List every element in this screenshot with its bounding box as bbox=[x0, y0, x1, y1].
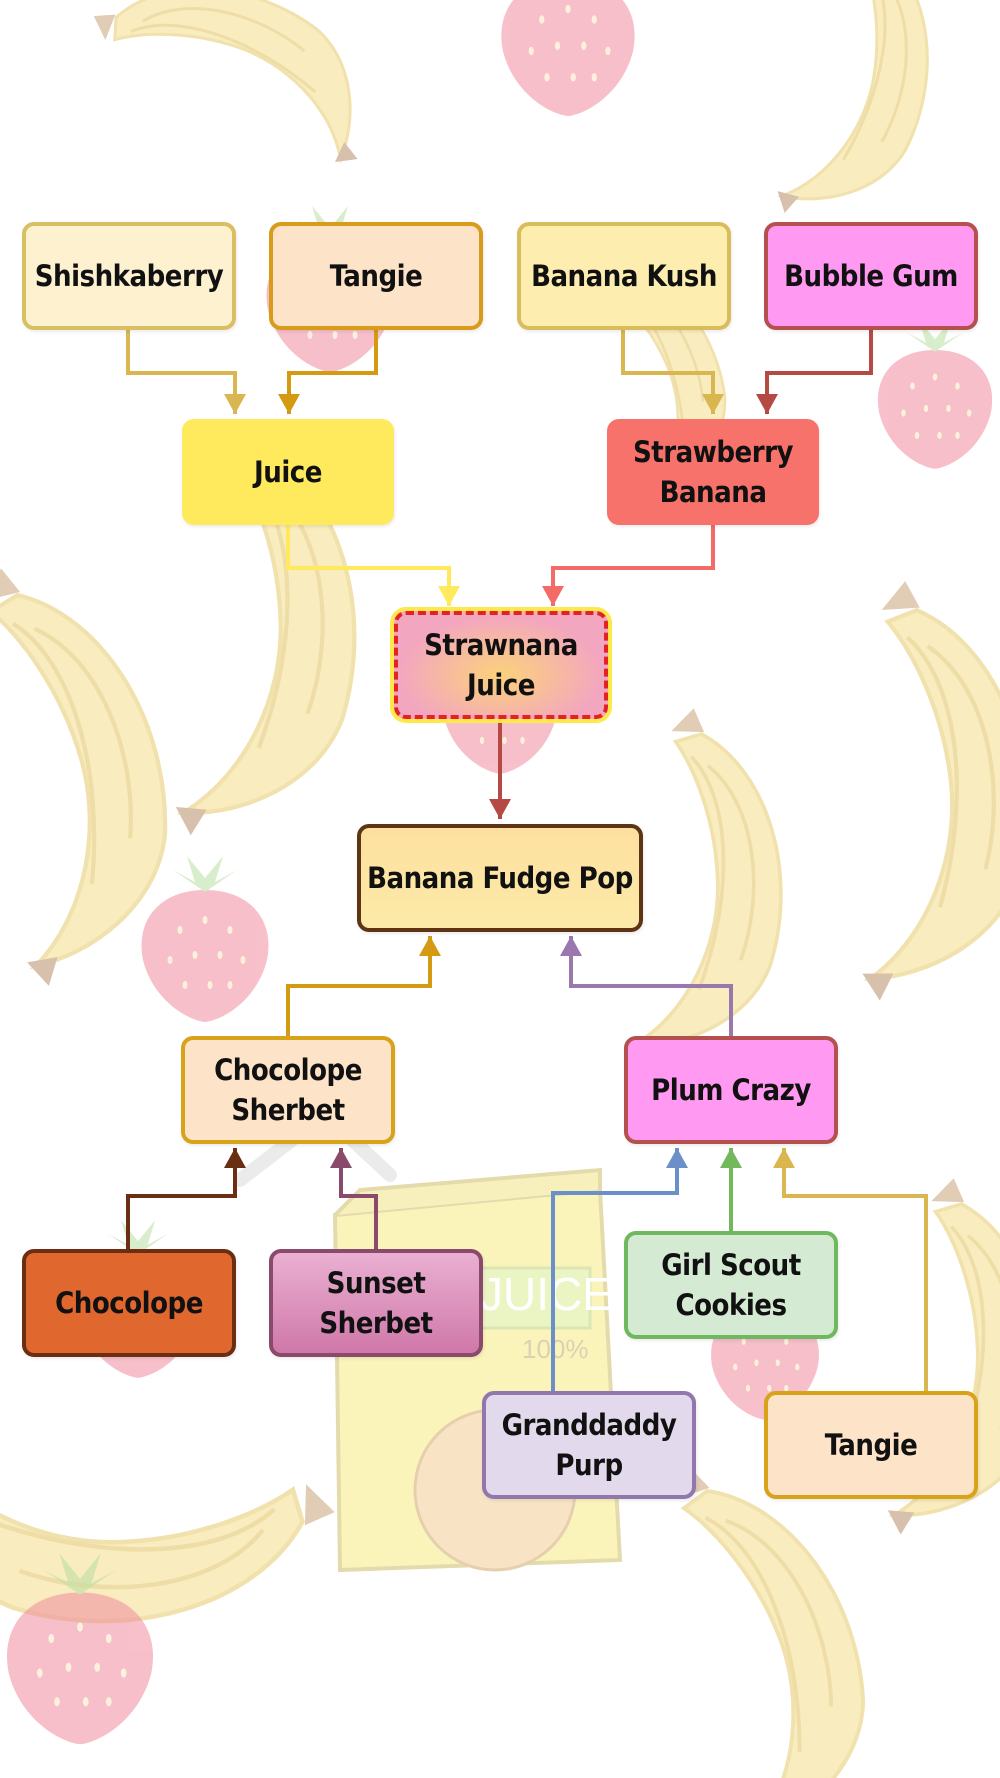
edge-chocolope-to-chocolope_sherbet bbox=[126, 1148, 246, 1249]
node-tangie-top: Tangie bbox=[269, 222, 483, 330]
carton-percent: 100% bbox=[522, 1334, 589, 1364]
node-plum-crazy: Plum Crazy bbox=[624, 1036, 838, 1144]
edge-tangie_bottom-to-plum_crazy bbox=[773, 1148, 928, 1391]
edge-tangie_top-to-juice bbox=[278, 330, 378, 414]
node-label: Tangie bbox=[824, 1428, 918, 1462]
node-banana-kush: Banana Kush bbox=[517, 222, 731, 330]
node-banana-fudge-pop: Banana Fudge Pop bbox=[357, 824, 643, 932]
node-label: Girl Scout Cookies bbox=[661, 1248, 801, 1322]
node-chocolope: Chocolope bbox=[22, 1249, 236, 1357]
node-label: Bubble Gum bbox=[784, 259, 958, 293]
strawberry-illustration bbox=[877, 319, 993, 469]
arrowhead bbox=[756, 394, 778, 414]
banana-illustration bbox=[93, 0, 358, 164]
node-strawberry-banana: Strawberry Banana bbox=[607, 419, 819, 525]
node-label: Granddaddy Purp bbox=[501, 1408, 677, 1482]
edge-shishkaberry-to-juice bbox=[126, 330, 246, 414]
node-label: Strawberry Banana bbox=[633, 435, 793, 509]
node-tangie-bottom: Tangie bbox=[764, 1391, 978, 1499]
node-label: Banana Kush bbox=[531, 259, 717, 293]
arrowhead bbox=[702, 394, 724, 414]
node-label: Sunset Sherbet bbox=[319, 1266, 433, 1340]
arrowhead bbox=[666, 1148, 688, 1168]
arrowhead bbox=[330, 1148, 352, 1168]
arrowhead bbox=[224, 394, 246, 414]
node-label: Tangie bbox=[329, 259, 423, 293]
banana-illustration bbox=[862, 581, 1000, 1001]
node-label: Plum Crazy bbox=[651, 1073, 811, 1107]
strawberry-illustration bbox=[6, 1553, 154, 1745]
node-granddaddy-purp: Granddaddy Purp bbox=[482, 1391, 696, 1499]
arrowhead bbox=[542, 586, 564, 606]
node-sunset-sherbet: Sunset Sherbet bbox=[269, 1249, 483, 1357]
node-label: Shishkaberry bbox=[34, 259, 224, 293]
edge-granddaddy_purp-to-plum_crazy bbox=[551, 1148, 688, 1391]
node-label: Strawnana Juice bbox=[424, 628, 578, 702]
arrowhead bbox=[489, 799, 511, 819]
arrowhead bbox=[224, 1148, 246, 1168]
edge-bubble_gum-to-strawberry_banana bbox=[756, 330, 873, 414]
banana-illustration bbox=[0, 1430, 335, 1624]
banana-illustration bbox=[777, 0, 929, 213]
edge-girl_scout_cookies-to-plum_crazy bbox=[720, 1148, 742, 1231]
node-label: Chocolope Sherbet bbox=[214, 1053, 362, 1127]
arrowhead bbox=[419, 936, 441, 956]
edge-strawberry_banana-to-strawnana_juice bbox=[542, 525, 715, 606]
arrowhead bbox=[278, 394, 300, 414]
node-strawnana-juice: Strawnana Juice bbox=[394, 611, 608, 719]
edge-chocolope_sherbet-to-banana_fudge_pop bbox=[286, 936, 441, 1036]
node-chocolope-sherbet: Chocolope Sherbet bbox=[181, 1036, 395, 1144]
node-label: Juice bbox=[254, 455, 322, 489]
edge-strawnana_juice-to-banana_fudge_pop bbox=[489, 719, 511, 819]
strawberry-illustration bbox=[141, 856, 269, 1022]
node-bubble-gum: Bubble Gum bbox=[764, 222, 978, 330]
carton-label: JUICE bbox=[480, 1268, 613, 1320]
node-shishkaberry: Shishkaberry bbox=[22, 222, 236, 330]
arrowhead bbox=[773, 1148, 795, 1168]
node-juice: Juice bbox=[182, 419, 394, 525]
strawberry-illustration bbox=[501, 0, 635, 117]
edge-banana_kush-to-strawberry_banana bbox=[621, 330, 724, 414]
edge-sunset_sherbet-to-chocolope_sherbet bbox=[330, 1148, 378, 1249]
node-girl-scout-cookies: Girl Scout Cookies bbox=[624, 1231, 838, 1339]
node-label: Chocolope bbox=[55, 1286, 203, 1320]
edge-juice-to-strawnana_juice bbox=[286, 525, 460, 606]
edge-plum_crazy-to-banana_fudge_pop bbox=[560, 936, 733, 1036]
banana-illustration bbox=[675, 1467, 866, 1778]
arrowhead bbox=[560, 936, 582, 956]
arrowhead bbox=[438, 586, 460, 606]
banana-illustration bbox=[0, 568, 168, 986]
node-label: Banana Fudge Pop bbox=[367, 861, 633, 895]
banana-illustration bbox=[627, 708, 783, 1065]
arrowhead bbox=[720, 1148, 742, 1168]
